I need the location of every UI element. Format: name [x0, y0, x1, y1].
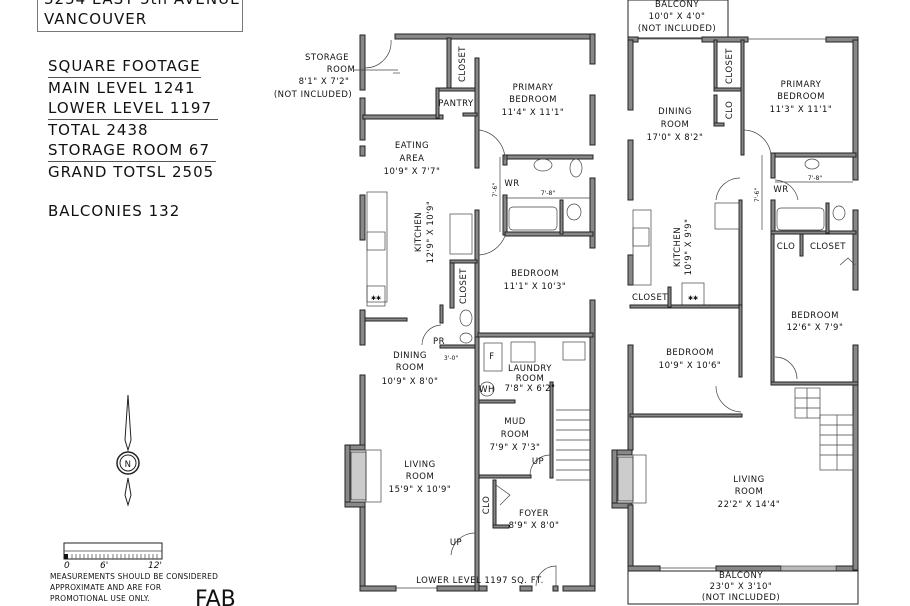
closet-label: CLOSET	[725, 48, 735, 84]
storage-room-dims: 8'1" X 7'2"	[299, 77, 350, 87]
washroom-label: WR	[773, 185, 788, 195]
sqft-grand-total: GRAND TOTSL 2505	[48, 162, 215, 181]
kitchen-label: KITCHEN	[673, 227, 683, 267]
living-room-label: LIVING	[404, 460, 436, 470]
sqft-total: TOTAL 2438	[48, 120, 149, 139]
storage-room-label: STORAGE	[305, 53, 349, 63]
foyer-dims: 8'9" X 8'0"	[509, 521, 560, 531]
closet-label: CLO	[725, 101, 735, 120]
sqft-storage: STORAGE ROOM 67	[48, 140, 217, 162]
closet-label: CLOSET	[810, 242, 846, 252]
disclaimer-line: APPROXIMATE AND ARE FOR	[50, 583, 162, 592]
storage-room-label: ROOM	[327, 65, 356, 75]
logo-text: FAB	[195, 587, 236, 606]
bath-dimension: 7'-8"	[808, 175, 822, 182]
powder-room-label: PR	[433, 337, 445, 347]
primary-bedroom-dims: 11'3" X 11'1"	[770, 105, 833, 115]
bath-dimension: 7'-8"	[541, 190, 555, 197]
living-room-dims: 15'9" X 10'9"	[389, 485, 452, 495]
disclaimer: MEASUREMENTS SHOULD BE CONSIDERED APPROX…	[50, 571, 218, 604]
primary-bedroom-label: BEDROOM	[777, 92, 825, 102]
balcony-label: BALCONY	[719, 571, 763, 581]
closet-label: CLOSET	[458, 46, 468, 82]
sqft-balconies: BALCONIES 132	[48, 202, 181, 220]
scale-tick-12: 12'	[148, 561, 162, 571]
primary-bedroom-label: BEDROOM	[509, 95, 557, 105]
storage-room-note: (NOT INCLUDED)	[274, 90, 352, 100]
bedroom-dims: 11'1" X 10'3"	[504, 282, 567, 292]
bedroom-dims: 10'9" X 10'6"	[659, 361, 722, 371]
sqft-title: SQUARE FOOTAGE	[48, 56, 201, 78]
dining-room-label: DINING	[393, 351, 427, 361]
furnace-label: F	[489, 352, 494, 362]
mud-room-label: ROOM	[501, 430, 530, 440]
laundry-room-dims: 7'8" X 6'2"	[505, 384, 556, 394]
stove-icon: ✱✱	[688, 295, 698, 302]
sqft-main-level: MAIN LEVEL 1241	[48, 78, 196, 97]
dining-room-label: ROOM	[396, 363, 425, 373]
eating-area-dims: 10'9" X 7'7"	[384, 167, 441, 177]
pantry-label: PANTRY	[438, 99, 474, 109]
dining-room-dims: 17'0" X 8'2"	[647, 133, 704, 143]
kitchen-dims: 10'9" X 9'9"	[684, 219, 694, 276]
scale-bar: 0 6' 12'	[63, 542, 163, 571]
address-box: 3254 EAST 5th AVENUE VANCOUVER	[37, 0, 243, 32]
laundry-room-label: ROOM	[516, 374, 545, 384]
eating-area-label: EATING	[395, 141, 429, 151]
water-heater-label: WH	[479, 385, 495, 395]
living-room-label: ROOM	[735, 487, 764, 497]
bedroom-label: BEDROOM	[666, 348, 714, 358]
sqft-lower-level: LOWER LEVEL 1197	[48, 98, 219, 120]
living-room-label: LIVING	[733, 475, 765, 485]
scale-tick-0: 0	[64, 561, 70, 571]
dining-room-dims: 10'9" X 8'0"	[382, 377, 439, 387]
balcony-note: (NOT INCLUDED)	[702, 593, 780, 603]
laundry-room-label: LAUNDRY	[508, 364, 552, 374]
lower-level-caption: LOWER LEVEL 1197 SQ. FT.	[416, 576, 544, 586]
living-room-dims: 22'2" X 14'4"	[718, 500, 781, 510]
mud-room-label: MUD	[504, 417, 526, 427]
primary-bedroom-dims: 11'4" X 11'1"	[502, 108, 565, 118]
dining-room-label: DINING	[658, 107, 692, 117]
stairs-up-label: UP	[532, 457, 544, 467]
dining-room-label: ROOM	[661, 120, 690, 130]
north-arrow-icon: N	[116, 394, 140, 507]
closet-label: CLO	[777, 242, 796, 252]
balcony-label: BALCONY	[655, 0, 699, 10]
bedroom-label: BEDROOM	[791, 311, 839, 321]
bedroom-label: BEDROOM	[511, 269, 559, 279]
kitchen-dims: 12'9" X 10'9"	[426, 201, 436, 264]
balcony-note: (NOT INCLUDED)	[638, 24, 716, 34]
address-line-2: VANCOUVER	[44, 10, 148, 28]
address-line-1: 3254 EAST 5th AVENUE	[44, 0, 242, 9]
square-footage-table: SQUARE FOOTAGE MAIN LEVEL 1241 LOWER LEV…	[48, 56, 222, 222]
kitchen-label: KITCHEN	[414, 212, 424, 252]
compass-label: N	[125, 460, 132, 470]
stove-icon: ✱✱	[371, 295, 381, 302]
primary-bedroom-label: PRIMARY	[513, 83, 554, 93]
powder-room-dimension: 3'-0"	[444, 355, 458, 362]
primary-bedroom-label: PRIMARY	[781, 80, 822, 90]
balcony-dims: 23'0" X 3'10"	[710, 582, 773, 592]
bath-dimension: 7'-6"	[492, 183, 499, 197]
logo: FAB	[195, 587, 236, 606]
mud-room-dims: 7'9" X 7'3"	[490, 443, 541, 453]
washroom-label: WR	[504, 179, 519, 189]
foyer-label: FOYER	[519, 509, 549, 519]
closet-label: CLOSET	[459, 268, 469, 304]
scale-tick-6: 6'	[100, 561, 108, 571]
bath-dimension: 7'-6"	[754, 188, 761, 202]
closet-label: CLOSET	[632, 293, 668, 303]
living-room-label: ROOM	[406, 472, 435, 482]
bedroom-dims: 12'6" X 7'9"	[787, 323, 844, 333]
closet-label: CLO	[482, 496, 492, 515]
disclaimer-line: MEASUREMENTS SHOULD BE CONSIDERED	[50, 572, 219, 581]
eating-area-label: AREA	[400, 154, 425, 164]
main-level-plan: ✱✱ BALCONY 10'0" X 4'0" (NOT INCLUDED) C…	[611, 0, 859, 605]
lower-level-plan: ✱✱ STORAGE ROOM 8'1" X 7'2" (NOT INCLUDE…	[274, 33, 596, 592]
disclaimer-line: PROMOTIONAL USE ONLY.	[50, 594, 150, 603]
stairs-up-label: UP	[450, 538, 462, 548]
balcony-dims: 10'0" X 4'0"	[649, 12, 706, 22]
